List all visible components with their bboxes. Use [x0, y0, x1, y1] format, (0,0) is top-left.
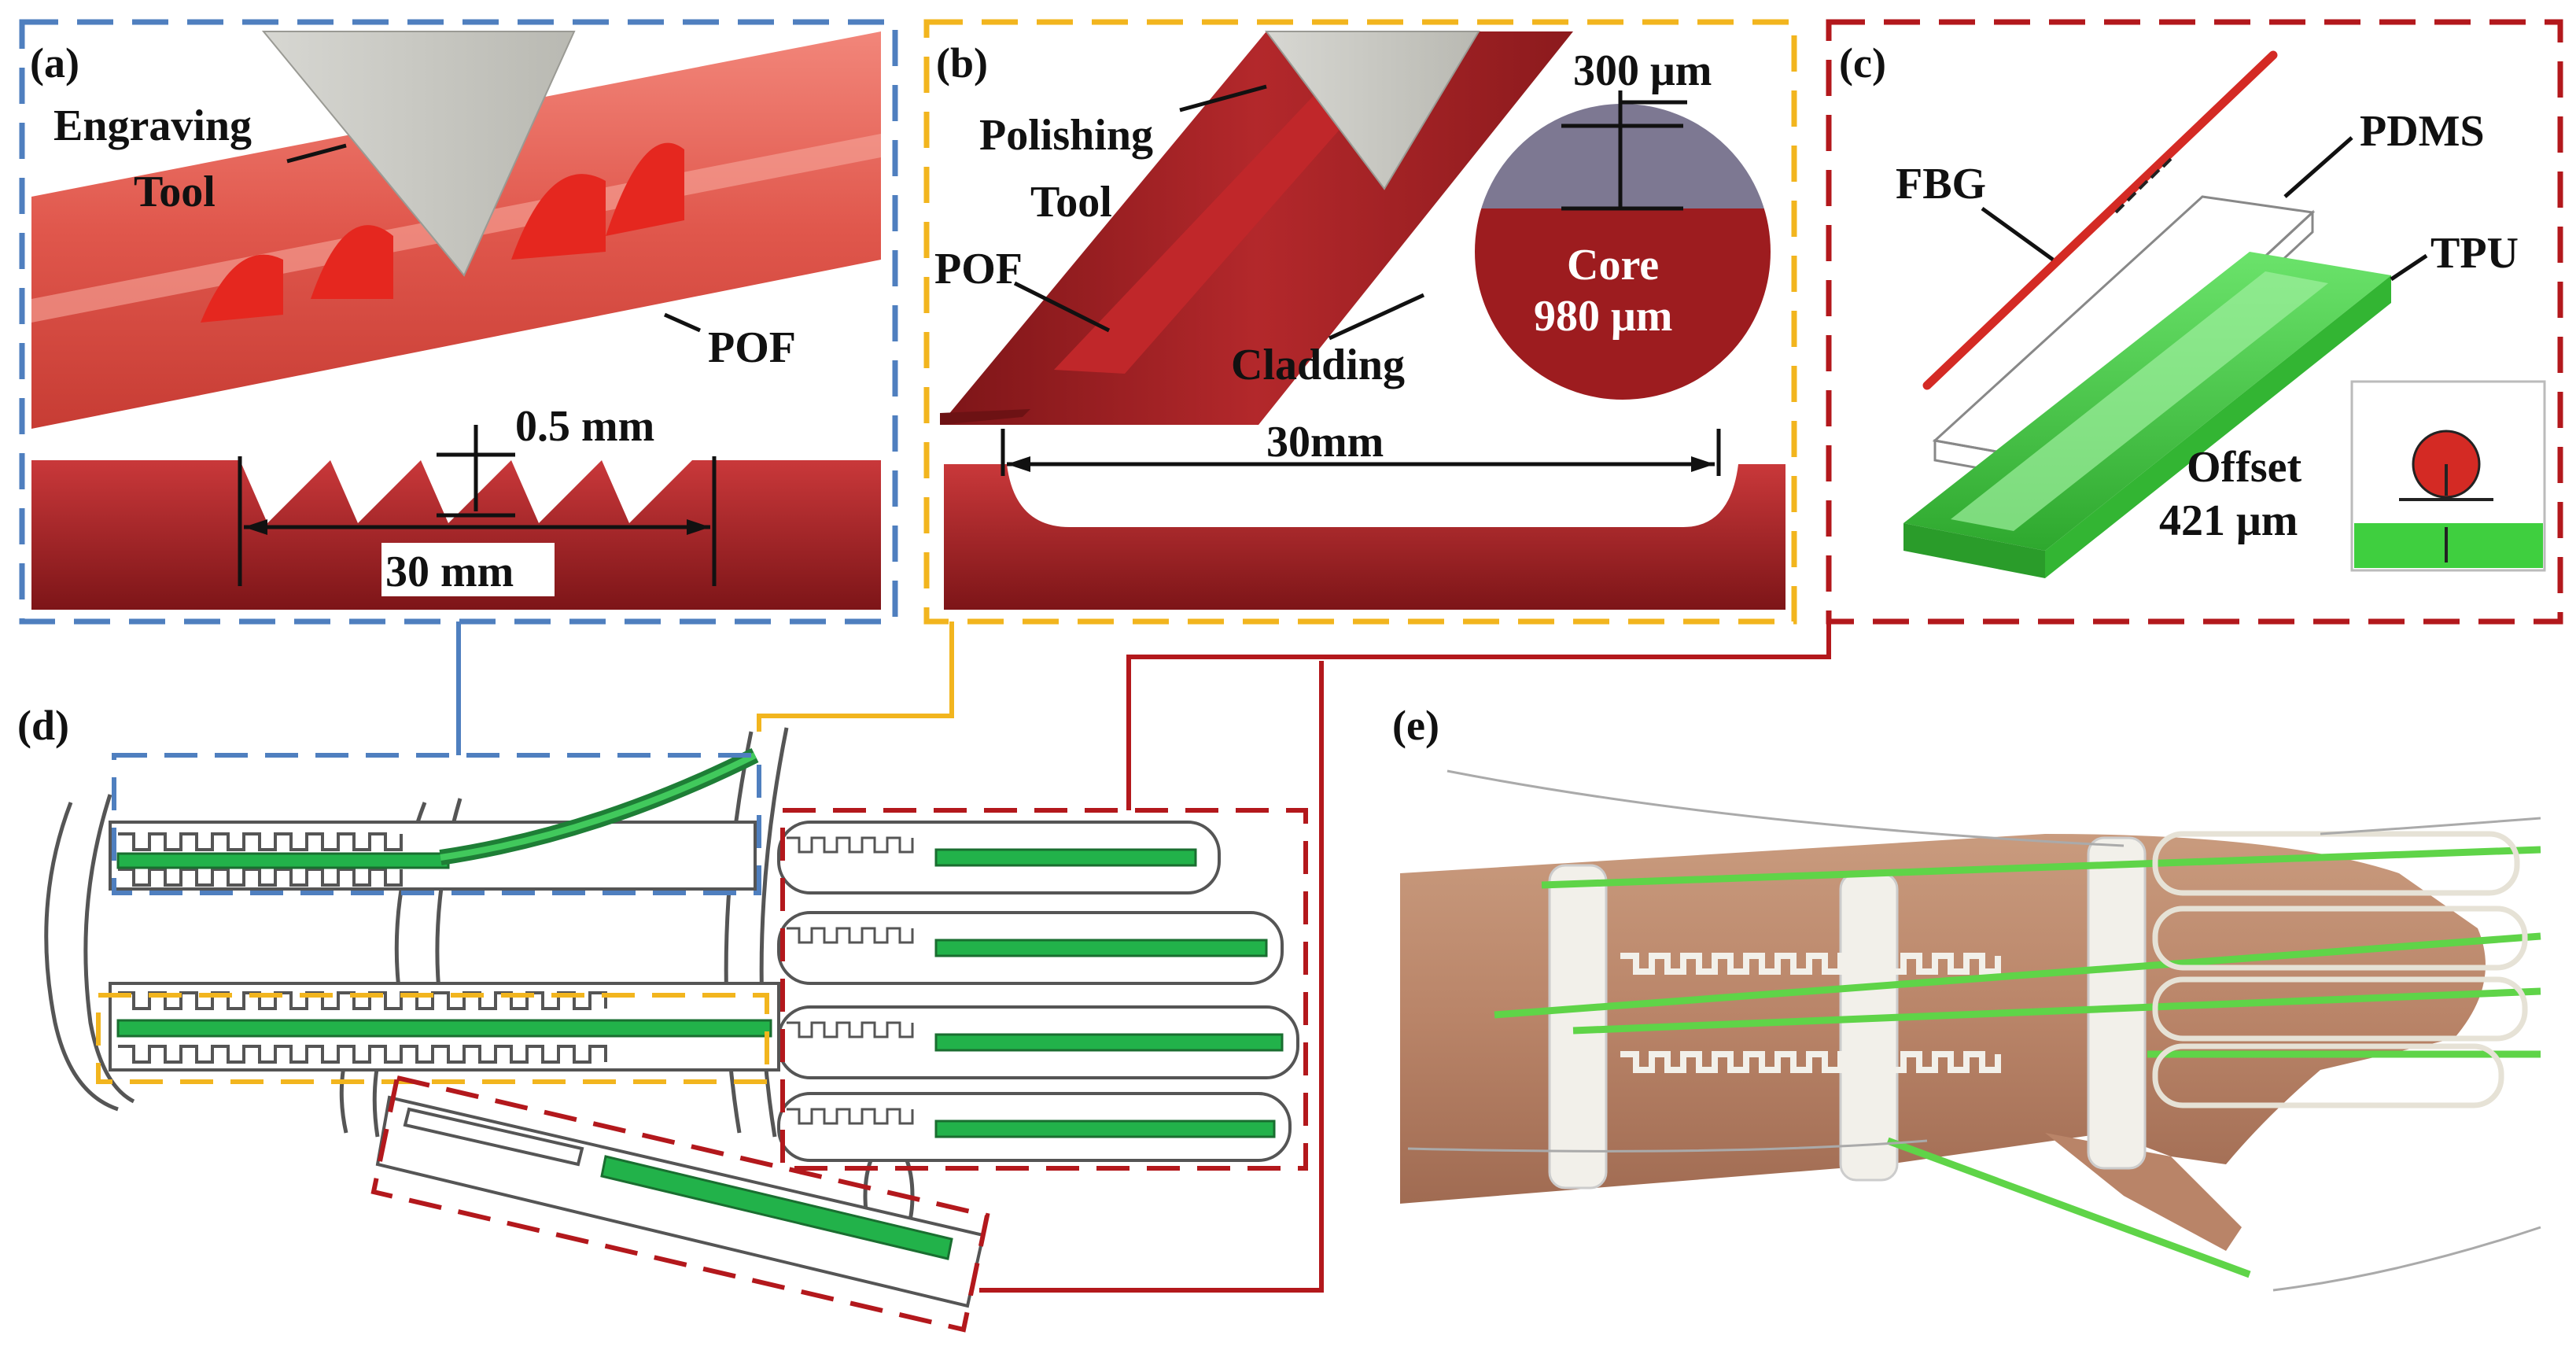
offset-label-line1: Offset	[2187, 443, 2302, 492]
dimension-lines-b	[1001, 90, 1721, 476]
callout-box-yellow	[96, 993, 769, 1084]
engraving-tool	[261, 31, 576, 277]
dimension-lines-a	[238, 425, 717, 586]
tpu-label: TPU	[2430, 229, 2519, 278]
panel-b-label: (b)	[936, 39, 988, 87]
serpentine-strip-upper	[109, 748, 759, 891]
panel-a-label: (a)	[30, 39, 79, 87]
polish-depth-label: 300 μm	[1573, 46, 1712, 95]
panel-e-label: (e)	[1392, 702, 1439, 749]
panel-b-frame	[923, 19, 1797, 625]
polishing-tool-label-line2: Tool	[1030, 178, 1112, 227]
polishing-tool-label-line1: Polishing	[979, 111, 1153, 160]
cladding-label: Cladding	[1231, 341, 1405, 389]
fbg-grating-marks	[2114, 157, 2172, 214]
polish-length-label: 30mm	[1266, 418, 1384, 467]
panel-c-label: (c)	[1839, 39, 1886, 87]
panel-d-label: (d)	[17, 702, 69, 749]
pdms-label: PDMS	[2360, 107, 2485, 156]
engraving-tool-label-line1: Engraving	[53, 101, 252, 150]
core-label-line2: 980 μm	[1534, 292, 1672, 341]
hand-photo	[1396, 755, 2564, 1337]
offset-label-line2: 421 μm	[2159, 496, 2298, 545]
panel-c-frame	[1826, 19, 2563, 625]
panel-b: (b) Polishing Tool POF Cladding 300 μm C…	[923, 19, 1797, 625]
pof-label-b: POF	[934, 245, 1023, 293]
tpu-channel	[1903, 252, 2391, 578]
pof-label-a: POF	[708, 323, 796, 372]
callout-box-red-fingers	[780, 808, 1308, 1171]
engraving-tool-label-line2: Tool	[134, 168, 216, 216]
callout-box-red-thumb	[370, 1075, 990, 1333]
groove-depth-label: 0.5 mm	[515, 402, 654, 451]
core-label-line1: Core	[1567, 241, 1659, 290]
panel-a: (a) Engraving Tool POF 0.5 mm 30 mm	[19, 19, 898, 625]
fbg-fiber	[1922, 50, 2278, 390]
serpentine-strip-middle	[109, 982, 780, 1072]
panel-d: (d)	[17, 702, 1308, 1333]
polishing-tool	[1265, 31, 1480, 190]
connector-lines	[456, 622, 1831, 1293]
callout-box-blue	[112, 753, 761, 895]
panel-e: (e)	[1392, 702, 2564, 1337]
panel-c: (c) FBG PDMS TPU Offset 421 μm	[1826, 19, 2563, 625]
finger-strips	[777, 821, 1299, 1162]
thumb-strip	[375, 1095, 986, 1308]
offset-inset	[2350, 380, 2546, 572]
panel-a-frame	[19, 19, 898, 625]
groove-length-label: 30 mm	[385, 548, 514, 596]
polished-cross-section	[944, 464, 1786, 610]
fbg-label: FBG	[1896, 160, 1986, 208]
grooved-cross-section	[31, 460, 881, 610]
